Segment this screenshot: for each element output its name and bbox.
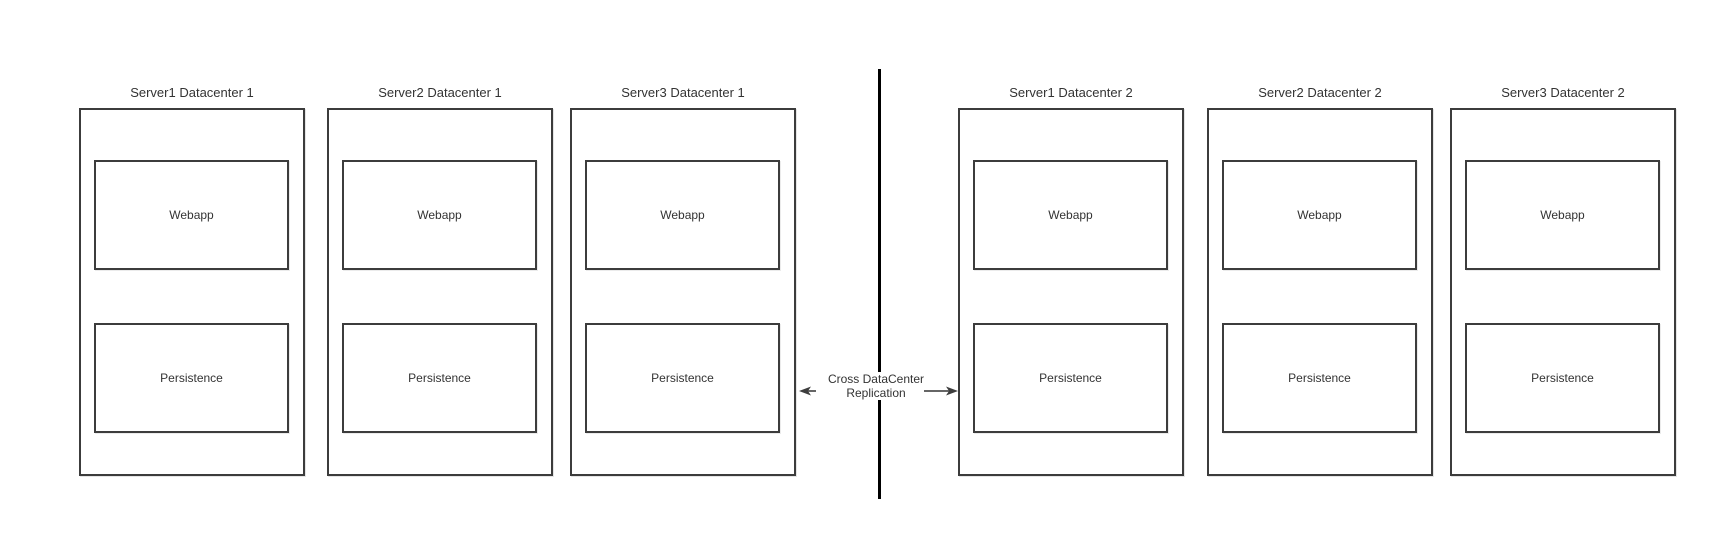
webapp-label: Webapp: [417, 208, 462, 222]
server-title: Server3 Datacenter 2: [1501, 85, 1625, 100]
webapp-label: Webapp: [1297, 208, 1342, 222]
server-title: Server3 Datacenter 1: [621, 85, 745, 100]
persistence-box: Persistence: [1222, 323, 1417, 433]
server-box: Webapp Persistence: [570, 108, 796, 476]
persistence-label: Persistence: [408, 371, 471, 385]
server-title: Server1 Datacenter 2: [1009, 85, 1133, 100]
webapp-box: Webapp: [94, 160, 289, 270]
webapp-box: Webapp: [1465, 160, 1660, 270]
webapp-label: Webapp: [1540, 208, 1585, 222]
server2-datacenter2-node: Server2 Datacenter 2 Webapp Persistence: [1207, 85, 1433, 476]
persistence-box: Persistence: [94, 323, 289, 433]
server-box: Webapp Persistence: [1450, 108, 1676, 476]
webapp-label: Webapp: [660, 208, 705, 222]
server3-datacenter1-node: Server3 Datacenter 1 Webapp Persistence: [570, 85, 796, 476]
persistence-box: Persistence: [1465, 323, 1660, 433]
persistence-box: Persistence: [342, 323, 537, 433]
replication-arrow-right-icon: [924, 386, 958, 396]
persistence-box: Persistence: [973, 323, 1168, 433]
datacenter-divider-line: [878, 69, 881, 499]
webapp-box: Webapp: [585, 160, 780, 270]
webapp-box: Webapp: [973, 160, 1168, 270]
replication-label: Cross DataCenter Replication: [816, 372, 936, 400]
persistence-box: Persistence: [585, 323, 780, 433]
persistence-label: Persistence: [651, 371, 714, 385]
server-title: Server2 Datacenter 1: [378, 85, 502, 100]
server2-datacenter1-node: Server2 Datacenter 1 Webapp Persistence: [327, 85, 553, 476]
server-title: Server1 Datacenter 1: [130, 85, 254, 100]
server3-datacenter2-node: Server3 Datacenter 2 Webapp Persistence: [1450, 85, 1676, 476]
server-box: Webapp Persistence: [1207, 108, 1433, 476]
persistence-label: Persistence: [1039, 371, 1102, 385]
webapp-box: Webapp: [1222, 160, 1417, 270]
server-box: Webapp Persistence: [327, 108, 553, 476]
server-title: Server2 Datacenter 2: [1258, 85, 1382, 100]
persistence-label: Persistence: [1531, 371, 1594, 385]
server1-datacenter1-node: Server1 Datacenter 1 Webapp Persistence: [79, 85, 305, 476]
persistence-label: Persistence: [1288, 371, 1351, 385]
webapp-label: Webapp: [169, 208, 214, 222]
server1-datacenter2-node: Server1 Datacenter 2 Webapp Persistence: [958, 85, 1184, 476]
server-box: Webapp Persistence: [958, 108, 1184, 476]
server-box: Webapp Persistence: [79, 108, 305, 476]
webapp-box: Webapp: [342, 160, 537, 270]
webapp-label: Webapp: [1048, 208, 1093, 222]
persistence-label: Persistence: [160, 371, 223, 385]
